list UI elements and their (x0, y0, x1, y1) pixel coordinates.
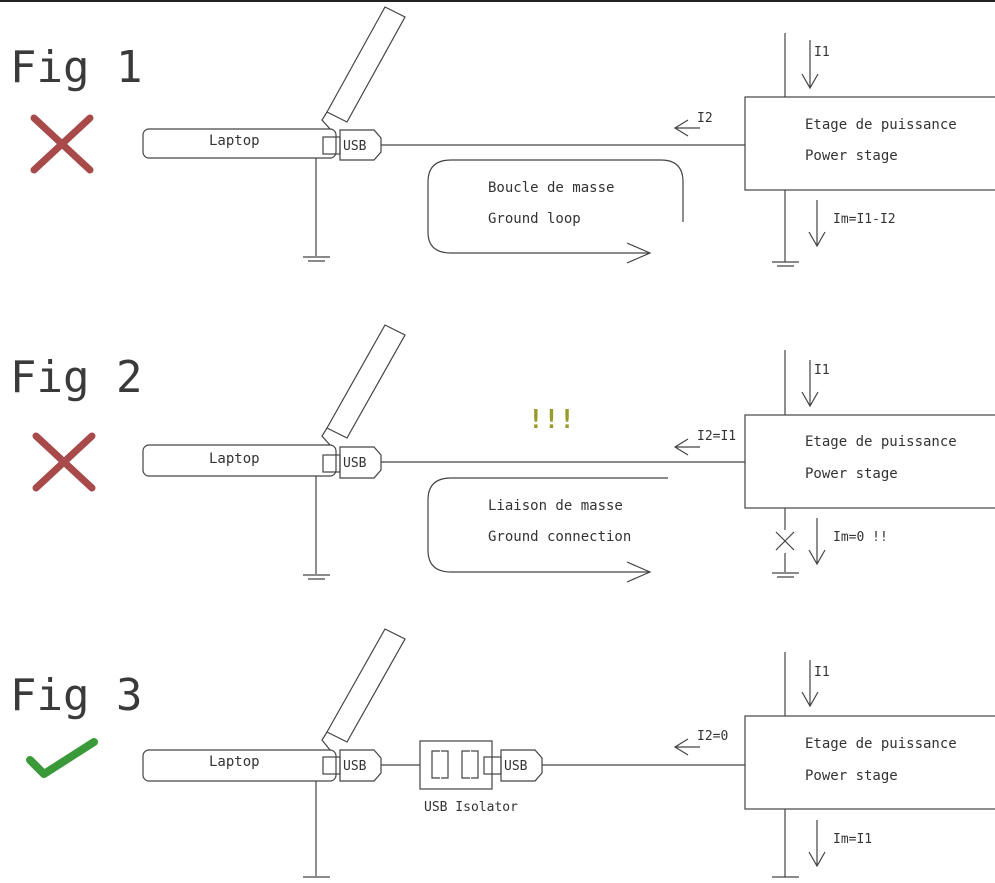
loop-label-en: Ground connection (488, 529, 631, 545)
laptop-body (142, 128, 337, 159)
ground-loop-path (427, 159, 684, 254)
fig-2: Fig 2 Laptop USB Liaison de masse Ground… (10, 324, 995, 583)
i1-arrow (801, 660, 819, 708)
usb-label: USB (343, 759, 367, 774)
cross-icon (30, 114, 94, 174)
loop-label-fr: Liaison de masse (488, 498, 623, 514)
im-label: Im=I1 (833, 832, 872, 847)
check-icon (26, 738, 98, 778)
usb-plug (339, 749, 382, 782)
power-stage-fr: Etage de puissance (805, 117, 957, 133)
loop-label-fr: Boucle de masse (488, 180, 614, 196)
laptop-body (142, 749, 337, 782)
fig-1: Fig 1 Laptop USB Boucle de masse Ground … (10, 6, 995, 267)
laptop-screen (326, 324, 406, 439)
power-stage-en: Power stage (805, 768, 898, 784)
usb-label: USB (343, 139, 367, 154)
laptop-label: Laptop (209, 451, 260, 467)
loop-arrowhead (626, 561, 652, 583)
i1-label: I1 (814, 45, 830, 60)
laptop-hinge (321, 731, 331, 751)
usb-label: USB (343, 456, 367, 471)
i1-label: I1 (814, 665, 830, 680)
fig-2-title: Fig 2 (10, 352, 142, 403)
power-stage-box (744, 414, 995, 509)
usb-isolator-label: USB Isolator (424, 800, 518, 815)
im-arrow (808, 200, 826, 248)
power-stage-box (744, 96, 995, 191)
usb-port (322, 136, 341, 155)
power-stage-en: Power stage (805, 148, 898, 164)
i2-label: I2=I1 (697, 429, 736, 444)
laptop-label: Laptop (209, 754, 260, 770)
fig-3-title: Fig 3 (10, 670, 142, 721)
usb-plug (339, 446, 382, 479)
im-label: Im=0 !! (833, 530, 888, 545)
im-label: Im=I1-I2 (833, 212, 896, 227)
power-stage-fr: Etage de puissance (805, 736, 957, 752)
im-arrow (808, 518, 826, 566)
disconnect-x-icon (775, 531, 795, 551)
cross-icon (32, 432, 96, 492)
isolator-coil-left (431, 750, 449, 779)
usb-port (322, 756, 341, 775)
i2-arrow (673, 438, 700, 456)
usb-plug (339, 129, 382, 161)
power-stage-fr: Etage de puissance (805, 434, 957, 450)
laptop-hinge (321, 111, 331, 130)
warning-marks: !!! (528, 405, 575, 435)
i1-label: I1 (814, 363, 830, 378)
power-stage-en: Power stage (805, 466, 898, 482)
fig-3: Fig 3 Laptop USB USB Isolator USB I2=0 E… (10, 628, 995, 878)
laptop-screen (326, 6, 406, 123)
loop-arrowhead (626, 242, 652, 264)
usb-label-2: USB (504, 759, 528, 774)
i2-label: I2 (697, 111, 713, 126)
isolator-coil-right (461, 750, 479, 779)
laptop-body (142, 444, 337, 477)
power-stage-box (744, 715, 995, 810)
usb-port (322, 454, 341, 473)
loop-label-en: Ground loop (488, 211, 581, 227)
usb-isolator-box (419, 740, 493, 790)
laptop-hinge (321, 427, 331, 446)
i2-arrow (673, 738, 700, 756)
ground-connection-path (427, 477, 668, 573)
im-arrow (808, 820, 826, 868)
i1-arrow (801, 40, 819, 90)
i1-arrow (801, 360, 819, 408)
i2-arrow (673, 119, 700, 137)
laptop-screen (326, 628, 406, 743)
fig-1-title: Fig 1 (10, 42, 142, 93)
usb-plug-2 (500, 749, 543, 782)
laptop-label: Laptop (209, 133, 260, 149)
i2-label: I2=0 (697, 729, 728, 744)
